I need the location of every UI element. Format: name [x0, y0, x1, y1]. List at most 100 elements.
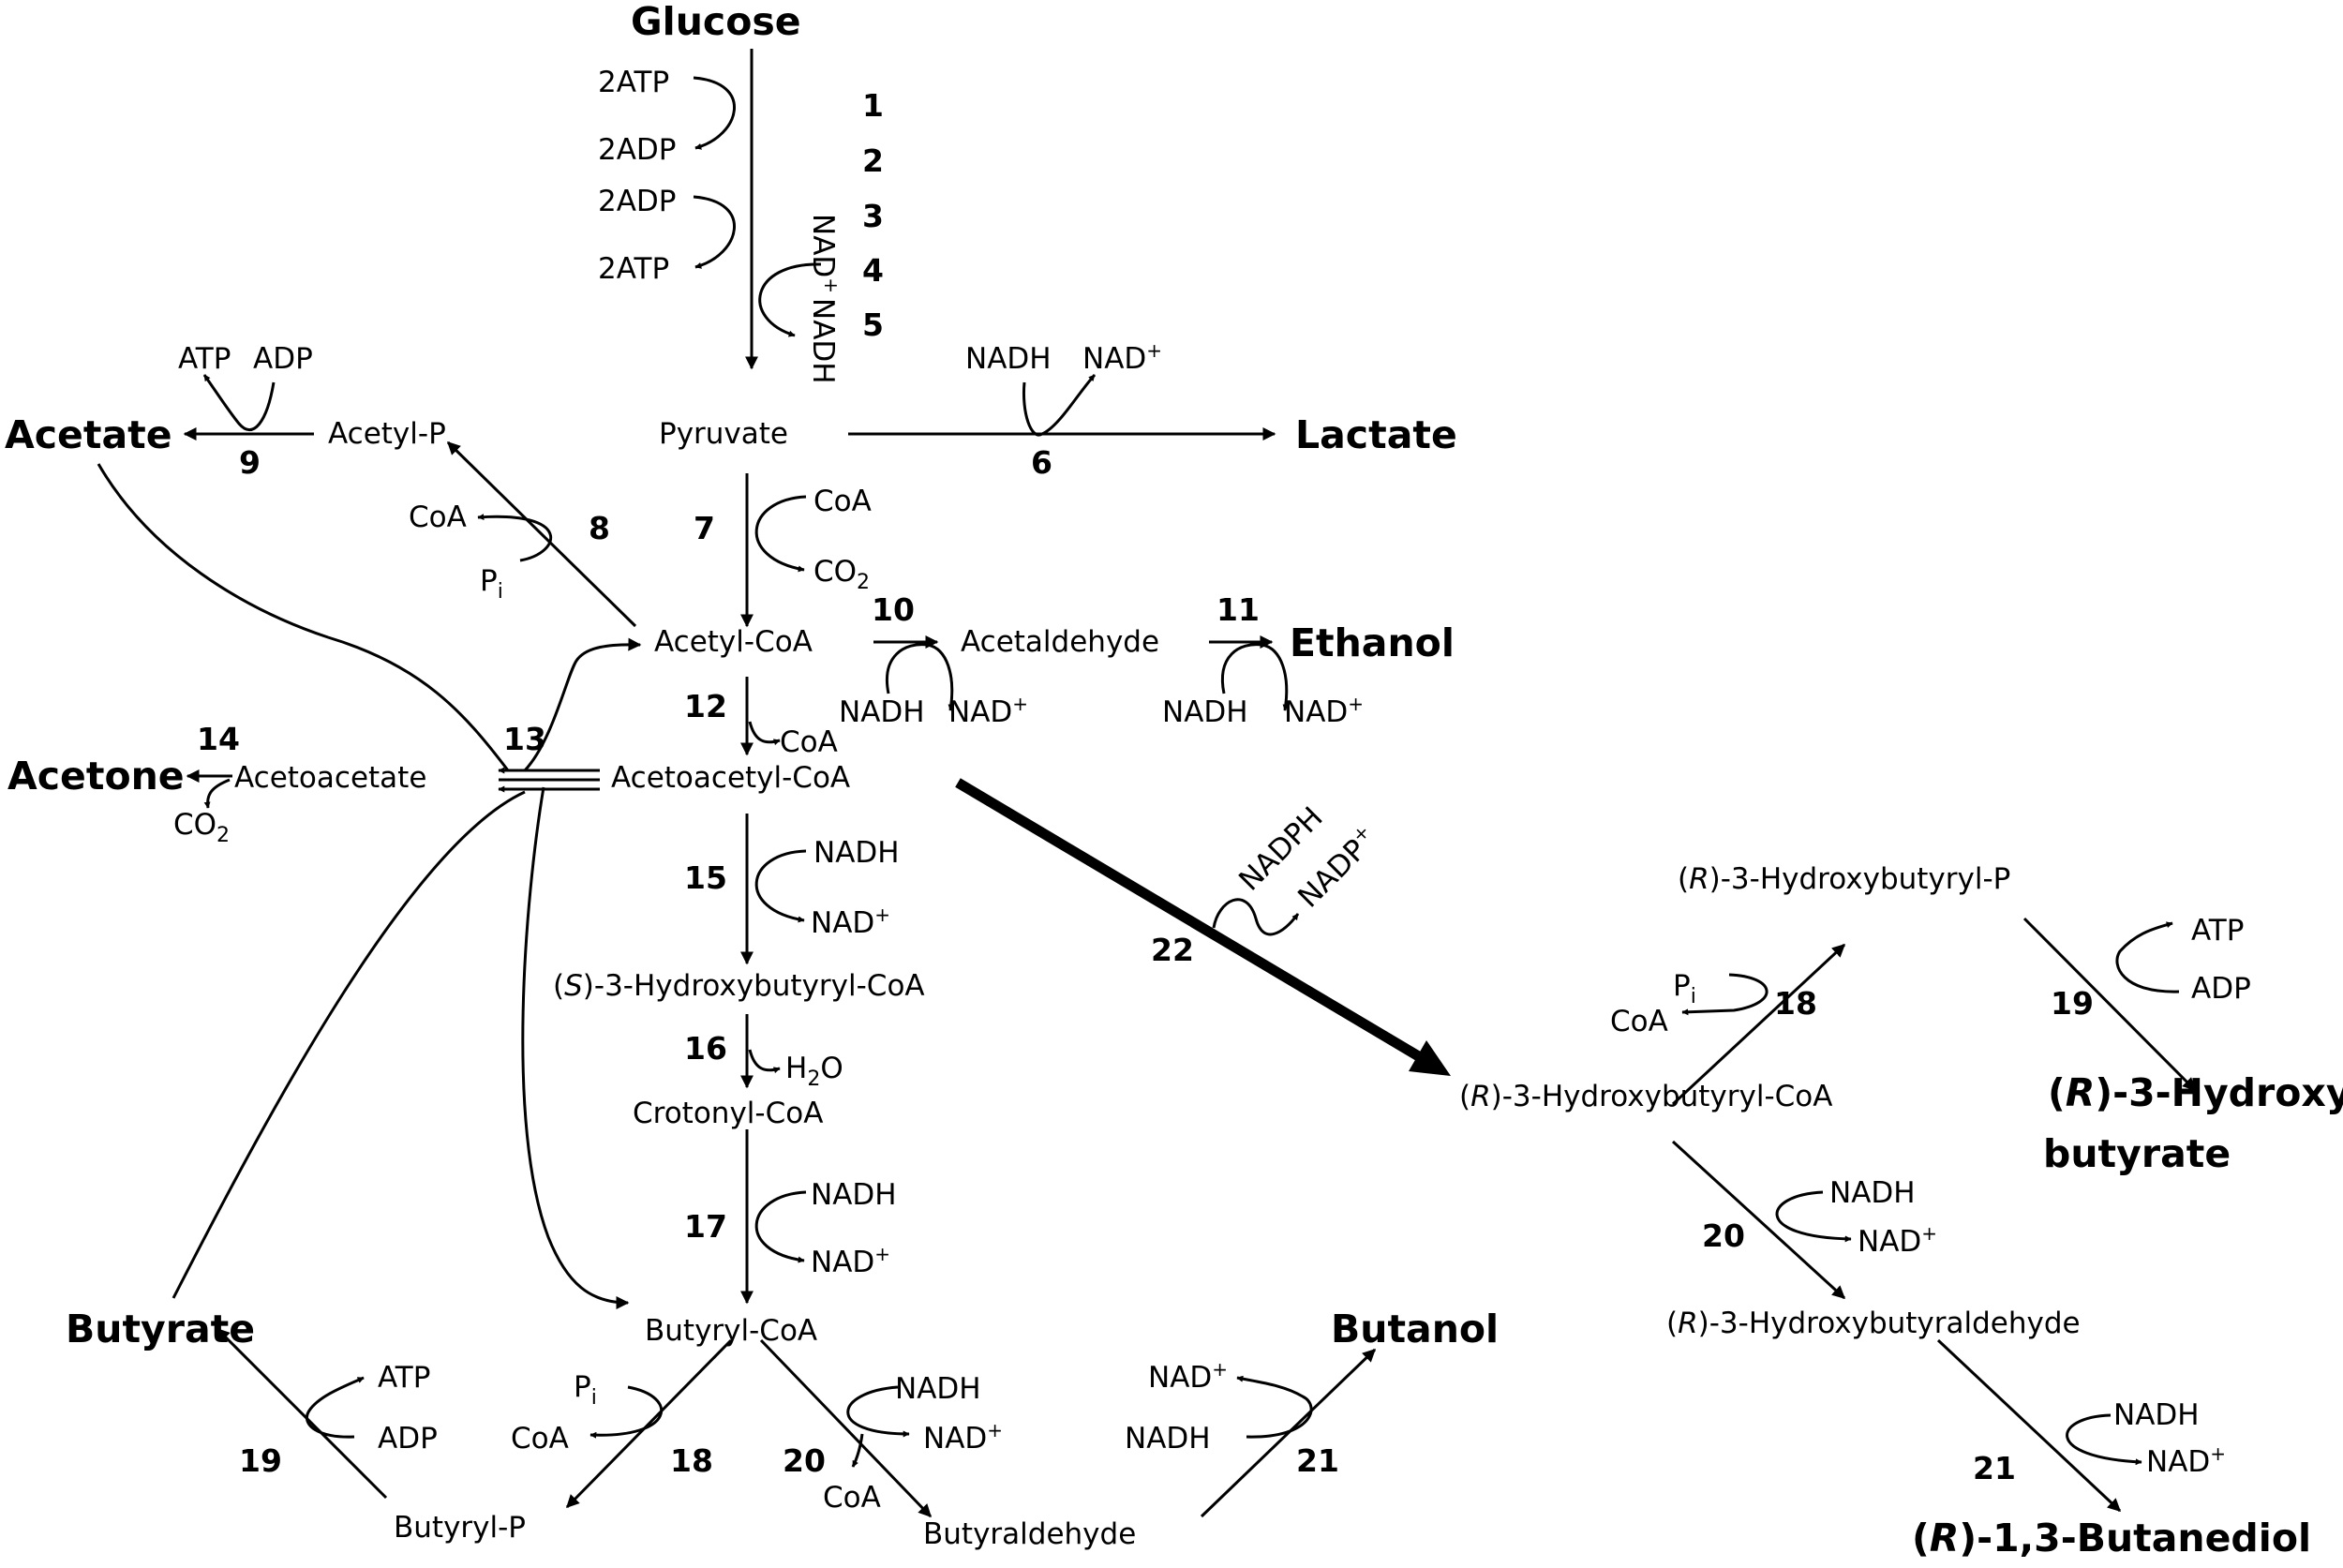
cof-atp-19: ATP: [378, 1361, 430, 1395]
step-3: 3: [862, 198, 884, 234]
step-11: 11: [1216, 591, 1260, 628]
cof-nad-20: NAD+: [923, 1419, 1003, 1456]
curve-2atp-2adp: [693, 76, 736, 150]
step-r18: 18: [1774, 985, 1817, 1022]
curve-coa-co2: [754, 495, 807, 573]
cof-nadh-15: NADH: [813, 836, 900, 870]
step-7: 7: [694, 510, 715, 546]
step-14: 14: [197, 721, 240, 757]
curve-coa-12: [748, 721, 781, 746]
cof-atp-r19: ATP: [2191, 914, 2244, 948]
cof-2atp-in: 2ATP: [598, 66, 669, 99]
step-6: 6: [1031, 444, 1052, 481]
cofactor-labels: 2ATP 2ADP 2ADP 2ATP NAD+ NADH NADH NAD+ …: [173, 66, 2251, 1515]
butyryl-p-label: Butyryl-P: [394, 1511, 526, 1545]
cof-nadh-17: NADH: [811, 1178, 897, 1212]
cof-nad-11: NAD+: [1284, 693, 1364, 729]
step-8: 8: [589, 510, 610, 546]
cof-coa-18: CoA: [511, 1422, 569, 1456]
step-16: 16: [684, 1030, 727, 1067]
cof-nad-vertical: NAD+: [806, 214, 843, 293]
cof-nadh-6: NADH: [965, 342, 1052, 376]
curve-pi-coa-r18: [1681, 973, 1768, 1016]
arrow-r3hbp-r3hb: [2022, 917, 2197, 1092]
curve-nad-nadh: [758, 262, 822, 337]
arrow-butyrylp-butyrate: [216, 1327, 388, 1500]
acetyl-p-label: Acetyl-P: [328, 417, 446, 451]
arrow-r3hbcoa-r3hbald: [1671, 1140, 1846, 1300]
cof-co2-7: CO2: [813, 555, 870, 594]
curve-adp-atp-19: [306, 1376, 365, 1439]
step-18: 18: [670, 1442, 713, 1479]
curve-nadh-nad-6: [1022, 373, 1097, 437]
cof-pi-r18: Pi: [1673, 969, 1696, 1008]
cof-nad-6: NAD+: [1082, 339, 1162, 376]
r-1-3-butanediol-label: (R)-1,3-Butanediol: [1912, 1516, 2311, 1561]
arrow-r3hbcoa-r3hbp: [1671, 943, 1846, 1106]
step-13: 13: [503, 721, 546, 757]
butyraldehyde-label: Butyraldehyde: [923, 1517, 1136, 1551]
step-1: 1: [862, 87, 884, 124]
arrow-butyrylcoa-butyrylp: [565, 1338, 733, 1509]
acetone-label: Acetone: [7, 754, 185, 799]
cof-atp-9: ATP: [178, 342, 231, 376]
step-5: 5: [862, 306, 884, 343]
step-20: 20: [783, 1442, 826, 1479]
arrow-butyrylcoa-butyraldehyde: [759, 1338, 933, 1518]
arrow-22-head: [1409, 1040, 1451, 1076]
cof-2adp-in: 2ADP: [598, 185, 677, 218]
curve-13-acetylcoa: [523, 637, 642, 772]
curve-nadh-nad-20: [846, 1385, 910, 1438]
cof-nadh-vertical: NADH: [806, 298, 840, 384]
cof-coa-7: CoA: [813, 485, 872, 518]
metabolite-labels: Glucose Pyruvate Lactate Acetate Acetyl-…: [5, 0, 2343, 1561]
r-3-hydroxybutyrate-label-line2: butyrate: [2043, 1131, 2231, 1176]
step-19: 19: [239, 1442, 282, 1479]
r-3-hydroxybutyrate-label-line1: (R)-3-Hydroxy-: [2048, 1070, 2343, 1115]
glucose-label: Glucose: [631, 0, 801, 44]
cof-coa-r18: CoA: [1610, 1005, 1668, 1038]
r-3-hydroxybutyraldehyde-label: (R)-3-Hydroxybutyraldehyde: [1666, 1307, 2081, 1340]
curve-13-butyrylcoa: [521, 786, 630, 1309]
cof-nad-nadh-vertical: NAD+ NADH: [806, 214, 843, 384]
step-21: 21: [1296, 1442, 1339, 1479]
acetoacetate-label: Acetoacetate: [234, 761, 426, 795]
curve-pi-coa-18: [589, 1385, 664, 1439]
butanol-label: Butanol: [1331, 1307, 1499, 1351]
cof-2adp-out: 2ADP: [598, 133, 677, 167]
curve-nadh-nad-15: [754, 849, 807, 923]
step-4: 4: [862, 252, 884, 289]
curve-acetate-13: [97, 463, 510, 771]
cof-nad-15: NAD+: [811, 903, 890, 940]
cof-nadh-r20: NADH: [1829, 1176, 1916, 1210]
curve-h2o-16: [748, 1049, 781, 1074]
cof-coa-12: CoA: [780, 725, 838, 759]
cof-nadh-10: NADH: [839, 695, 925, 729]
cof-coa-8: CoA: [409, 500, 467, 534]
step-17: 17: [684, 1208, 727, 1245]
curve-co2-14: [203, 778, 231, 809]
curve-nadph-nadp: [1212, 898, 1300, 936]
acetaldehyde-label: Acetaldehyde: [961, 625, 1159, 659]
step-22: 22: [1151, 932, 1194, 968]
arrow-acetylcoa-acetylp: [446, 441, 637, 628]
step-15: 15: [684, 859, 727, 896]
curve-nadh-nad-17: [754, 1190, 807, 1263]
curve-nadh-nad-21: [1236, 1375, 1313, 1439]
cof-nad-r20: NAD+: [1858, 1222, 1937, 1259]
cof-coa-20: CoA: [823, 1481, 881, 1515]
cof-2atp-out: 2ATP: [598, 252, 669, 286]
cof-nad-10: NAD+: [948, 693, 1028, 729]
cof-nadh-11: NADH: [1162, 695, 1248, 729]
curve-2adp-2atp: [693, 195, 736, 269]
curve-nadh-nad-10: [886, 643, 955, 711]
cof-pi-8: Pi: [480, 564, 503, 604]
acetyl-coa-label: Acetyl-CoA: [654, 625, 813, 659]
arrow-22-shaft: [955, 778, 1429, 1066]
arrow-r3hbald-r13bdo: [1936, 1338, 2122, 1513]
butyryl-coa-label: Butyryl-CoA: [645, 1314, 817, 1348]
acetoacetyl-coa-label: Acetoacetyl-CoA: [611, 761, 850, 795]
curve-butyrate-13: [172, 790, 526, 1299]
pyruvate-label: Pyruvate: [659, 417, 788, 451]
